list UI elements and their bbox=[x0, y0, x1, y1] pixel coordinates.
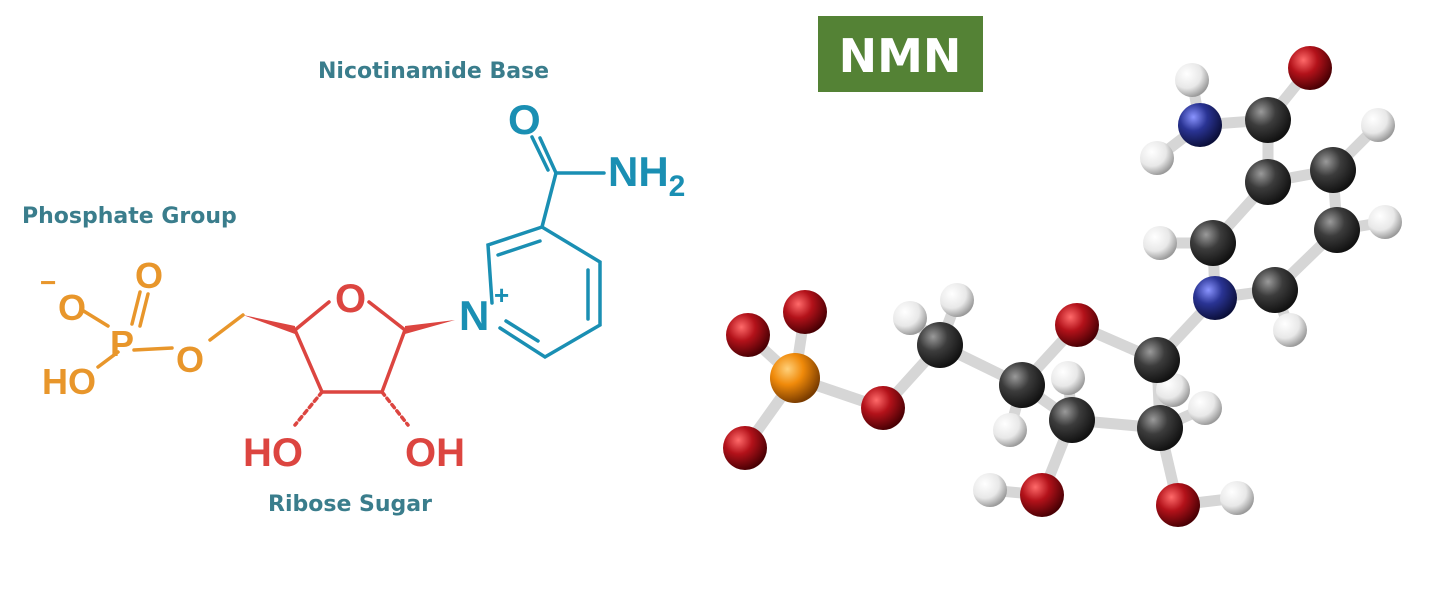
ribose-bonds bbox=[293, 300, 410, 427]
phosphate-bonds bbox=[80, 290, 245, 369]
ball-and-stick-model bbox=[723, 46, 1402, 527]
nmn-badge: NMN bbox=[818, 16, 983, 92]
phosphate-group-label: Phosphate Group bbox=[22, 204, 237, 229]
nicotinamide-bonds bbox=[486, 135, 606, 360]
phosphorus-label: P bbox=[110, 323, 134, 364]
ester-oxygen-label: O bbox=[176, 339, 204, 380]
wedge-bond-c1 bbox=[405, 320, 455, 334]
amine-label: NH2 bbox=[608, 148, 685, 203]
ribose-sugar-label: Ribose Sugar bbox=[268, 492, 432, 517]
phosphate-oxygen-minus-label: O bbox=[58, 287, 86, 328]
positive-charge-label: + bbox=[494, 280, 509, 310]
ribose-hydroxyl-right-label: OH bbox=[405, 431, 465, 475]
model-hydrogens bbox=[893, 63, 1402, 515]
nmn-title: NMN bbox=[839, 29, 962, 83]
model-carbons bbox=[917, 97, 1360, 451]
skeletal-structure: O NH2 N + O HO OH − O O P O HO bbox=[40, 96, 685, 475]
nicotinamide-base-label: Nicotinamide Base bbox=[318, 59, 549, 84]
nitrogen-label: N bbox=[459, 292, 489, 339]
carbonyl-oxygen-label: O bbox=[508, 96, 541, 143]
nmn-badge-background bbox=[818, 16, 983, 92]
model-phosphorus bbox=[770, 353, 820, 403]
phosphate-hydroxyl-label: HO bbox=[42, 361, 96, 402]
negative-charge-label: − bbox=[40, 267, 56, 298]
wedge-bond-c5 bbox=[243, 315, 295, 334]
phosphate-oxygen-double-label: O bbox=[135, 255, 163, 296]
model-nitrogens bbox=[1178, 103, 1237, 320]
ring-oxygen-label: O bbox=[335, 277, 366, 321]
ribose-hydroxyl-left-label: HO bbox=[243, 431, 303, 475]
model-oxygens bbox=[723, 46, 1332, 527]
